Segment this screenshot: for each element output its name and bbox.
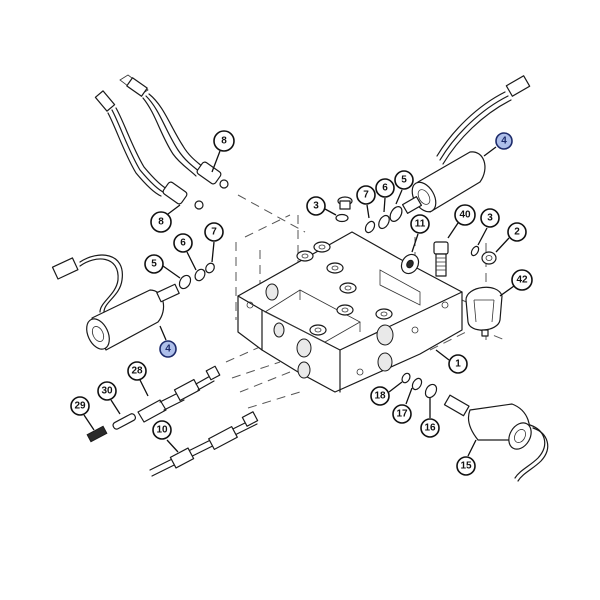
callout-6-upper[interactable]: 6	[375, 178, 395, 198]
svg-text:17: 17	[396, 409, 408, 420]
spool-part-28	[137, 365, 221, 423]
svg-text:1: 1	[455, 359, 461, 370]
callout-29[interactable]: 29	[70, 396, 90, 416]
spring-part-29	[86, 425, 108, 443]
solenoid-valve-part-15	[443, 394, 549, 482]
svg-text:4: 4	[165, 344, 171, 355]
callout-2[interactable]: 2	[507, 222, 527, 242]
callout-11[interactable]: 11	[410, 214, 430, 234]
svg-text:7: 7	[363, 190, 369, 201]
callout-6-left[interactable]: 6	[173, 233, 193, 253]
svg-text:11: 11	[415, 219, 426, 230]
callout-28[interactable]: 28	[127, 361, 147, 381]
svg-text:2: 2	[514, 227, 520, 238]
callout-18[interactable]: 18	[370, 386, 390, 406]
svg-text:5: 5	[151, 259, 157, 270]
o-rings	[178, 206, 480, 399]
plug-part-2	[481, 251, 497, 265]
svg-text:18: 18	[374, 391, 386, 402]
spool-part-10	[149, 411, 259, 477]
cap-screw-part-40	[433, 241, 449, 277]
valve-body-part-1	[237, 231, 463, 393]
callout-15[interactable]: 15	[456, 456, 476, 476]
seal-part-11	[400, 253, 420, 275]
leader-lines	[83, 146, 515, 457]
svg-text:15: 15	[460, 461, 472, 472]
callout-1[interactable]: 1	[448, 354, 468, 374]
pressure-switch-part-8-upper	[119, 74, 229, 189]
svg-text:4: 4	[501, 136, 507, 147]
svg-text:6: 6	[382, 183, 388, 194]
callouts: 8 8 4 4 3 7 6 5 11 40 3 2 42 7 6 5 1 18 …	[70, 130, 533, 476]
svg-text:28: 28	[131, 366, 143, 377]
callout-42[interactable]: 42	[511, 269, 533, 291]
callout-17[interactable]: 17	[392, 404, 412, 424]
svg-text:16: 16	[424, 423, 436, 434]
svg-text:30: 30	[101, 386, 113, 397]
plug-part-3-upper	[337, 196, 353, 210]
svg-text:40: 40	[459, 210, 471, 221]
callout-30[interactable]: 30	[97, 381, 117, 401]
svg-text:5: 5	[401, 175, 407, 186]
callout-16[interactable]: 16	[420, 418, 440, 438]
svg-text:7: 7	[211, 227, 217, 238]
pressure-switch-part-8-lower	[94, 90, 204, 210]
callout-3-right[interactable]: 3	[480, 208, 500, 228]
solenoid-valve-part-4-left	[51, 254, 180, 351]
callout-7-left[interactable]: 7	[204, 222, 224, 242]
callout-5-upper[interactable]: 5	[394, 170, 414, 190]
callout-8-lower[interactable]: 8	[150, 211, 172, 233]
pin-part-30	[112, 413, 137, 430]
accumulator-cap-part-42	[465, 286, 503, 337]
svg-text:8: 8	[221, 136, 227, 147]
svg-text:29: 29	[74, 401, 86, 412]
svg-text:3: 3	[487, 213, 493, 224]
callout-40[interactable]: 40	[454, 204, 476, 226]
callout-7-upper[interactable]: 7	[356, 185, 376, 205]
callout-8-upper[interactable]: 8	[213, 130, 235, 152]
callout-3-upper[interactable]: 3	[306, 196, 326, 216]
callout-5-left[interactable]: 5	[144, 254, 164, 274]
solenoid-valve-part-4-upper	[401, 75, 531, 214]
callout-4-left-highlighted[interactable]: 4	[159, 340, 177, 358]
svg-text:10: 10	[156, 425, 168, 436]
svg-text:42: 42	[516, 275, 528, 286]
svg-text:8: 8	[158, 217, 164, 228]
callout-10[interactable]: 10	[152, 420, 172, 440]
svg-text:6: 6	[180, 238, 186, 249]
svg-text:3: 3	[313, 201, 319, 212]
callout-4-upper-highlighted[interactable]: 4	[495, 132, 513, 150]
